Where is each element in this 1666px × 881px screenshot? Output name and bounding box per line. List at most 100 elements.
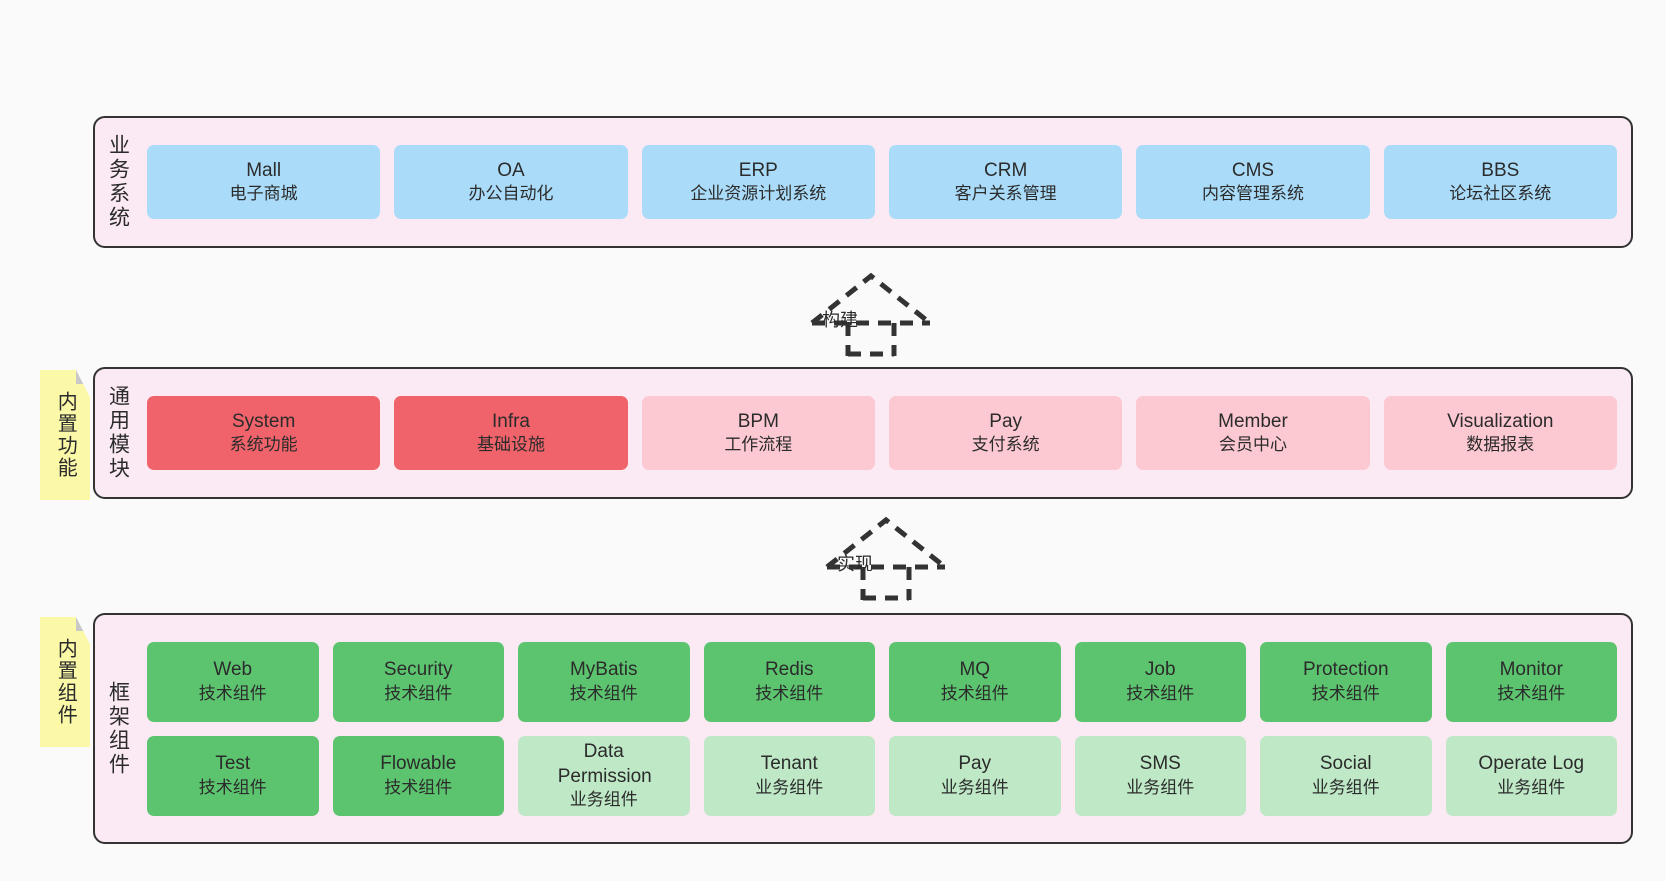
note-builtin-features: 内置功能 xyxy=(40,370,90,500)
card-subtitle: 技术组件 xyxy=(198,683,267,703)
card-title: ERP xyxy=(738,159,778,181)
card-security[interactable]: Security 技术组件 xyxy=(332,641,504,722)
card-title: CMS xyxy=(1231,159,1275,181)
card-title: Tenant xyxy=(760,753,818,775)
card-title: SMS xyxy=(1139,753,1181,775)
card-title: Web xyxy=(213,659,253,681)
card-title: Visualization xyxy=(1447,410,1554,432)
card-title: Social xyxy=(1319,753,1372,775)
note-label: 内置功能 xyxy=(54,391,77,479)
card-subtitle: 业务组件 xyxy=(755,777,824,797)
card-test[interactable]: Test 技术组件 xyxy=(147,735,319,816)
card-tenant[interactable]: Tenant 业务组件 xyxy=(703,735,875,816)
card-subtitle: 论坛社区系统 xyxy=(1449,184,1552,204)
layer-body-common-modules: System 系统功能 Infra 基础设施 BPM 工作流程 Pay 支付系统… xyxy=(141,369,1631,497)
card-monitor[interactable]: Monitor 技术组件 xyxy=(1445,641,1617,722)
card-subtitle: 基础设施 xyxy=(476,435,545,455)
card-title: Mall xyxy=(246,159,282,181)
card-title: Operate Log xyxy=(1478,753,1585,775)
card-pay[interactable]: Pay 支付系统 xyxy=(888,396,1123,470)
card-subtitle: 业务组件 xyxy=(1497,777,1566,797)
card-title: Pay xyxy=(958,753,992,775)
card-row: System 系统功能 Infra 基础设施 BPM 工作流程 Pay 支付系统… xyxy=(147,396,1617,470)
card-redis[interactable]: Redis 技术组件 xyxy=(703,641,875,722)
note-label: 内置组件 xyxy=(54,638,77,726)
card-title: System xyxy=(231,410,296,432)
card-oa[interactable]: OA 办公自动化 xyxy=(394,145,628,219)
card-subtitle: 业务组件 xyxy=(1126,777,1195,797)
card-subtitle: 技术组件 xyxy=(384,683,453,703)
card-row: Mall 电子商城 OA 办公自动化 ERP 企业资源计划系统 CRM 客户关系… xyxy=(147,145,1617,219)
card-subtitle: 业务组件 xyxy=(569,789,638,809)
layer-framework-components: 框架组件 Web 技术组件 Security 技术组件 MyBatis 技术组件… xyxy=(93,613,1633,844)
card-mall[interactable]: Mall 电子商城 xyxy=(147,145,381,219)
card-sms[interactable]: SMS 业务组件 xyxy=(1074,735,1246,816)
card-system[interactable]: System 系统功能 xyxy=(147,396,381,470)
note-fold-corner xyxy=(76,370,90,384)
layer-body-business-system: Mall 电子商城 OA 办公自动化 ERP 企业资源计划系统 CRM 客户关系… xyxy=(141,118,1631,246)
card-subtitle: 办公自动化 xyxy=(468,184,554,204)
card-data-permission[interactable]: Data Permission 业务组件 xyxy=(518,735,690,816)
connector-build-label: 构建 xyxy=(822,310,858,330)
layer-title-business-system: 业务系统 xyxy=(106,134,130,230)
generalization-arrow-icon xyxy=(810,272,932,357)
card-social[interactable]: Social 业务组件 xyxy=(1260,735,1432,816)
card-title: BPM xyxy=(737,410,779,432)
card-mq[interactable]: MQ 技术组件 xyxy=(889,641,1061,722)
card-bbs[interactable]: BBS 论坛社区系统 xyxy=(1383,145,1617,219)
card-flowable[interactable]: Flowable 技术组件 xyxy=(332,735,504,816)
card-subtitle: 系统功能 xyxy=(229,435,298,455)
card-row: Test 技术组件 Flowable 技术组件 Data Permission … xyxy=(147,735,1617,816)
card-infra[interactable]: Infra 基础设施 xyxy=(394,396,628,470)
card-title: Pay xyxy=(989,410,1023,432)
card-subtitle: 技术组件 xyxy=(1497,683,1566,703)
card-bpm[interactable]: BPM 工作流程 xyxy=(641,396,875,470)
note-fold-corner xyxy=(76,617,90,631)
card-visualization[interactable]: Visualization 数据报表 xyxy=(1383,396,1617,470)
card-title: Data Permission xyxy=(557,741,652,787)
card-cms[interactable]: CMS 内容管理系统 xyxy=(1136,145,1370,219)
card-crm[interactable]: CRM 客户关系管理 xyxy=(888,145,1123,219)
card-title: OA xyxy=(497,159,525,181)
card-subtitle: 电子商城 xyxy=(229,184,298,204)
card-subtitle: 业务组件 xyxy=(940,777,1009,797)
card-subtitle: 技术组件 xyxy=(198,777,267,797)
card-web[interactable]: Web 技术组件 xyxy=(147,641,319,722)
note-builtin-components: 内置组件 xyxy=(40,617,90,747)
card-protection[interactable]: Protection 技术组件 xyxy=(1260,641,1432,722)
card-pay-component[interactable]: Pay 业务组件 xyxy=(889,735,1061,816)
card-mybatis[interactable]: MyBatis 技术组件 xyxy=(518,641,690,722)
card-title: Redis xyxy=(764,659,814,681)
card-subtitle: 技术组件 xyxy=(755,683,824,703)
card-operate-log[interactable]: Operate Log 业务组件 xyxy=(1445,735,1617,816)
card-subtitle: 会员中心 xyxy=(1218,435,1287,455)
card-member[interactable]: Member 会员中心 xyxy=(1136,396,1370,470)
card-row: Web 技术组件 Security 技术组件 MyBatis 技术组件 Redi… xyxy=(147,641,1617,722)
card-title: Job xyxy=(1144,659,1176,681)
card-title: MQ xyxy=(959,659,991,681)
card-subtitle: 内容管理系统 xyxy=(1201,184,1304,204)
card-erp[interactable]: ERP 企业资源计划系统 xyxy=(641,145,875,219)
layer-title-common-modules: 通用模块 xyxy=(106,385,130,481)
card-title: BBS xyxy=(1481,159,1520,181)
card-title: Member xyxy=(1218,410,1288,432)
layer-common-modules: 通用模块 System 系统功能 Infra 基础设施 BPM 工作流程 Pay… xyxy=(93,367,1633,499)
layer-body-framework-components: Web 技术组件 Security 技术组件 MyBatis 技术组件 Redi… xyxy=(141,615,1631,842)
card-subtitle: 数据报表 xyxy=(1466,435,1535,455)
layer-business-system: 业务系统 Mall 电子商城 OA 办公自动化 ERP 企业资源计划系统 CRM… xyxy=(93,116,1633,248)
card-title: Flowable xyxy=(380,753,457,775)
card-job[interactable]: Job 技术组件 xyxy=(1074,641,1246,722)
card-title: Protection xyxy=(1302,659,1389,681)
card-title: CRM xyxy=(984,159,1028,181)
card-title: Monitor xyxy=(1499,659,1563,681)
generalization-arrow-icon xyxy=(825,516,947,601)
card-subtitle: 客户关系管理 xyxy=(954,184,1057,204)
connector-implement-label: 实现 xyxy=(837,554,873,574)
card-title: Security xyxy=(383,659,453,681)
card-subtitle: 工作流程 xyxy=(724,435,793,455)
card-title: Test xyxy=(215,753,251,775)
card-title: Infra xyxy=(491,410,530,432)
card-subtitle: 技术组件 xyxy=(569,683,638,703)
card-subtitle: 企业资源计划系统 xyxy=(690,184,827,204)
